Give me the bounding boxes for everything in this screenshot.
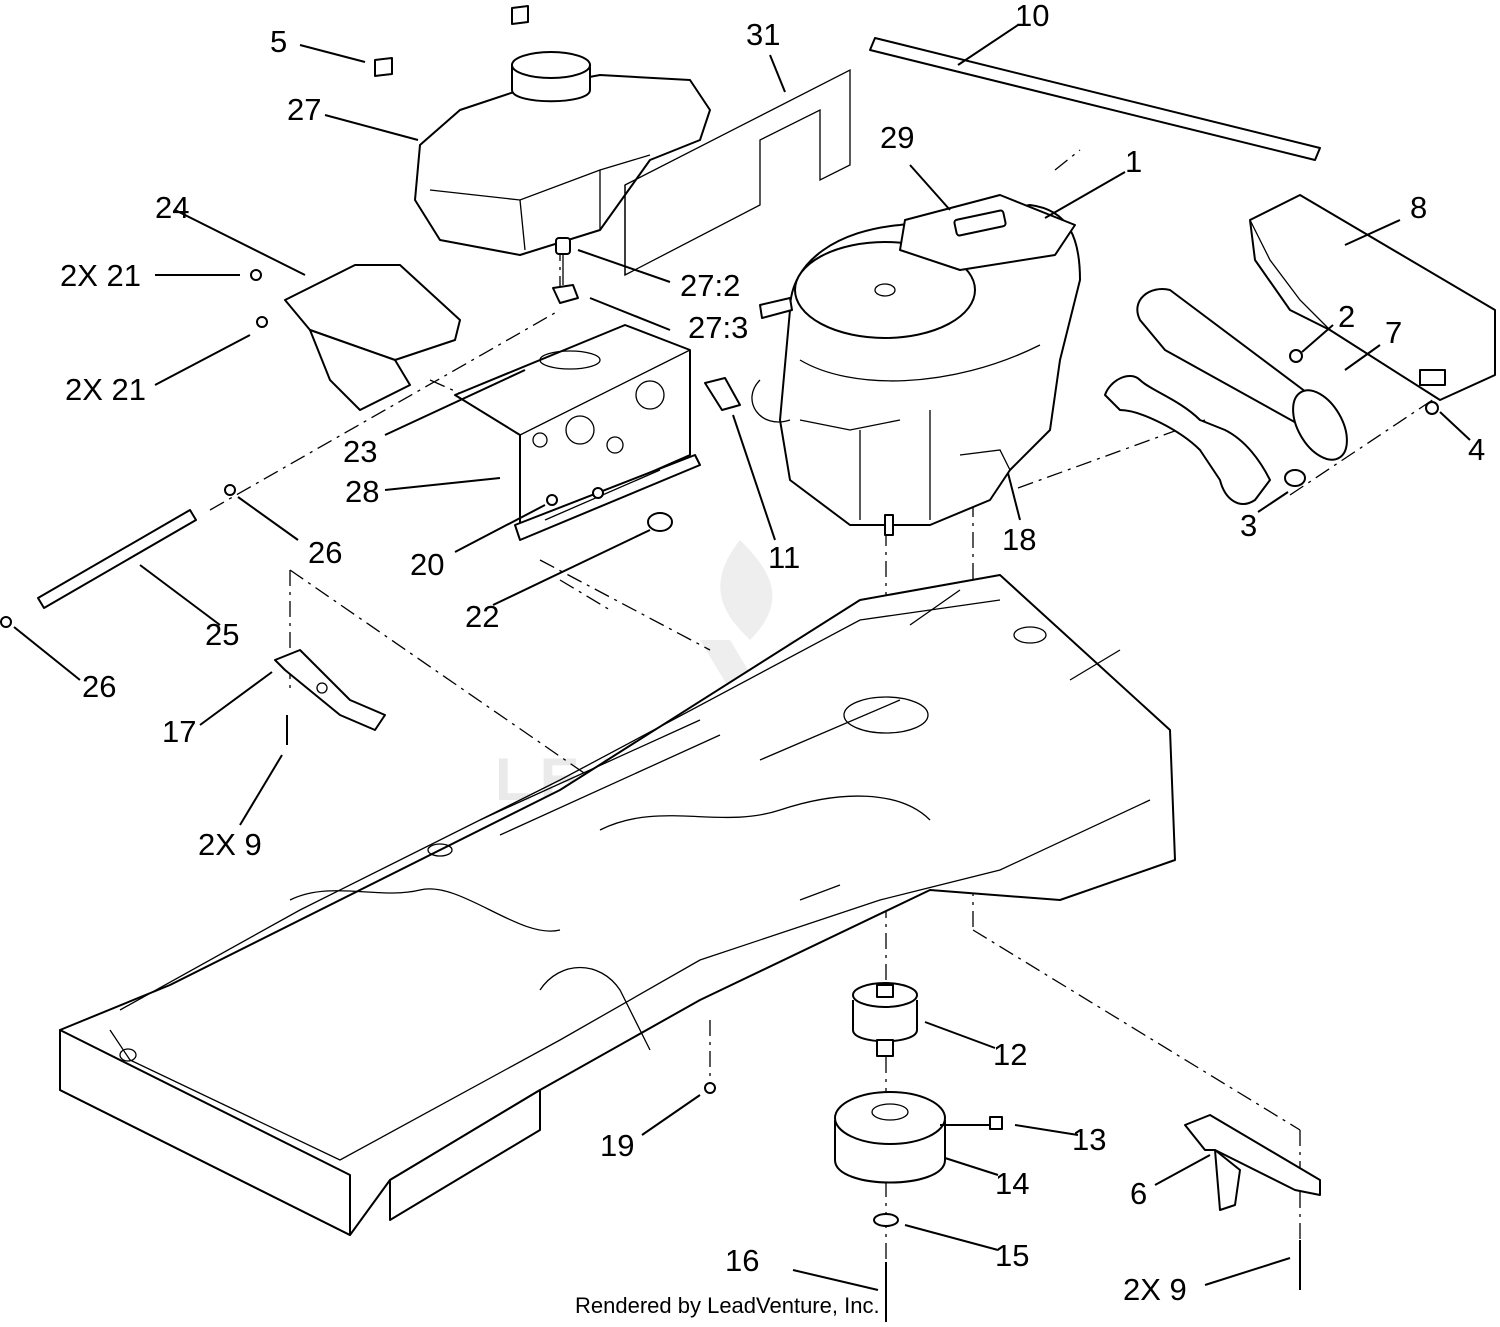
engine (751, 194, 1081, 536)
rear-bracket (1184, 1114, 1321, 1290)
callout-1: 1 (1125, 144, 1142, 179)
callout-13: 13 (1072, 1122, 1106, 1157)
muffler-hardware (1289, 349, 1439, 415)
muffler (1104, 288, 1348, 505)
callout-3: 3 (1240, 508, 1257, 543)
chassis-frame (59, 574, 1176, 1236)
washer-bolt (704, 1082, 899, 1322)
callout-16: 16 (725, 1243, 759, 1278)
callout-22: 22 (465, 599, 499, 634)
assembly-lines (209, 149, 1441, 1310)
callout-19: 19 (600, 1128, 634, 1163)
callout-2x9-right: 2X 9 (1123, 1272, 1187, 1307)
callout-20: 20 (410, 547, 444, 582)
callout-15: 15 (995, 1238, 1029, 1273)
callout-26-lower: 26 (82, 669, 116, 704)
callout-5: 5 (270, 24, 287, 59)
panel-hardware (544, 469, 673, 532)
render-credit: Rendered by LeadVenture, Inc. (575, 1293, 880, 1318)
control-panel (454, 324, 701, 541)
callout-4: 4 (1468, 432, 1485, 467)
callout-2x21-upper: 2X 21 (60, 258, 141, 293)
clutch (834, 1091, 1003, 1184)
callout-29: 29 (880, 120, 914, 155)
callout-18: 18 (1002, 522, 1036, 557)
tube (0, 484, 236, 628)
mount-bracket (274, 649, 386, 745)
rod (869, 37, 1321, 161)
callout-10: 10 (1015, 0, 1049, 33)
pulley (852, 982, 918, 1057)
callout-27: 27 (287, 92, 321, 127)
callout-12: 12 (993, 1037, 1027, 1072)
callout-24: 24 (155, 190, 189, 225)
callout-28: 28 (345, 474, 379, 509)
callout-6: 6 (1130, 1176, 1147, 1211)
callout-labels: 5 27 31 10 29 1 8 24 2X 21 2X 21 27:2 27… (60, 0, 1485, 1307)
callout-8: 8 (1410, 190, 1427, 225)
fuel-tank (414, 51, 711, 256)
bracket (250, 264, 461, 411)
callout-7: 7 (1385, 315, 1402, 350)
fuel-filter (704, 377, 741, 411)
callout-2: 2 (1338, 299, 1355, 334)
callout-2x9-left: 2X 9 (198, 827, 262, 862)
callout-25: 25 (205, 617, 239, 652)
callout-14: 14 (995, 1166, 1029, 1201)
heat-shield (1249, 194, 1496, 401)
callout-17: 17 (162, 714, 196, 749)
tank-pads (374, 5, 529, 77)
callout-2x21-lower: 2X 21 (65, 372, 146, 407)
callout-27-2: 27:2 (680, 268, 740, 303)
fuel-fittings (552, 237, 579, 304)
callout-11: 11 (768, 540, 800, 575)
callout-27-3: 27:3 (688, 310, 748, 345)
decal (624, 68, 851, 277)
callout-26-upper: 26 (308, 535, 342, 570)
callout-23: 23 (343, 434, 377, 469)
callout-31: 31 (746, 17, 780, 52)
leader-lines (13, 24, 1471, 1291)
